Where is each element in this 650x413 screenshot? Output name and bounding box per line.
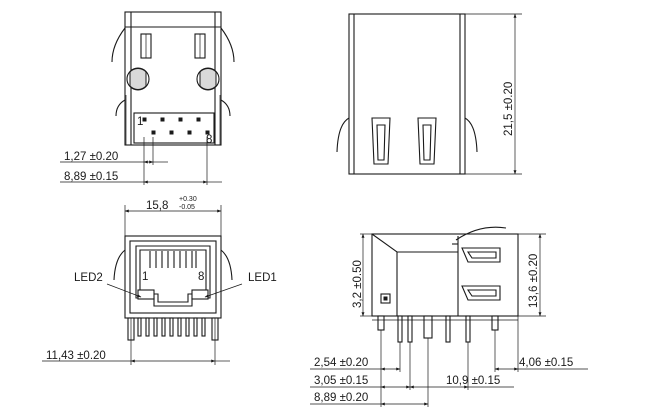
front-view: 15,8 +0.30 -0.05 1 8 LED2 LED1 — [42, 196, 277, 365]
dim-pin-pitch: 1,27 ±0.20 — [64, 151, 118, 163]
profile-bottom-pins — [377, 315, 499, 343]
dim-width-tol-lower: -0.05 — [179, 204, 195, 211]
side-view: 21,5 ±0.20 — [336, 13, 522, 175]
side-tab-left — [371, 117, 391, 165]
dim-pin-span: 8,89 ±0.15 — [64, 171, 118, 183]
dim-pin-4: 10,9 ±0.15 — [446, 375, 500, 387]
dim-body-height: 13,6 ±0.20 — [528, 254, 540, 308]
dim-offset-height: 3,2 ±0.50 — [352, 260, 364, 308]
dim-height: 21,5 ±0.20 — [503, 82, 515, 136]
socket-contacts — [149, 251, 197, 268]
front-bottom-pins — [127, 317, 219, 341]
top-pin-8-label: 8 — [206, 134, 212, 146]
pin-header — [133, 112, 215, 144]
dim-width-tol-upper: +0.30 — [179, 196, 197, 203]
profile-view: 3,2 ±0.50 13,6 ±0.20 2,54 ±0.20 4,06 ±0.… — [310, 226, 588, 407]
top-pin-1-label: 1 — [137, 116, 143, 128]
dim-pcb-width: 11,43 ±0.20 — [46, 350, 106, 362]
side-tab-right — [417, 117, 437, 165]
dim-pin-5: 4,06 ±0.15 — [519, 357, 573, 369]
led1-label: LED1 — [248, 272, 277, 284]
led1-window — [191, 289, 209, 300]
led2-label: LED2 — [74, 272, 103, 284]
profile-view-body — [371, 233, 519, 317]
dim-width-main: 15,8 — [146, 200, 168, 212]
dim-pin-3: 8,89 ±0.20 — [314, 392, 368, 404]
front-pin-1-label: 1 — [142, 271, 148, 283]
dim-pin-1: 2,54 ±0.20 — [314, 357, 368, 369]
side-view-body — [348, 13, 466, 175]
dim-pin-2: 3,05 ±0.15 — [314, 375, 368, 387]
front-pin-8-label: 8 — [198, 271, 204, 283]
top-view: 1 8 1,27 ±0.20 8,89 ±0.15 — [60, 11, 235, 185]
led2-window — [137, 289, 155, 300]
